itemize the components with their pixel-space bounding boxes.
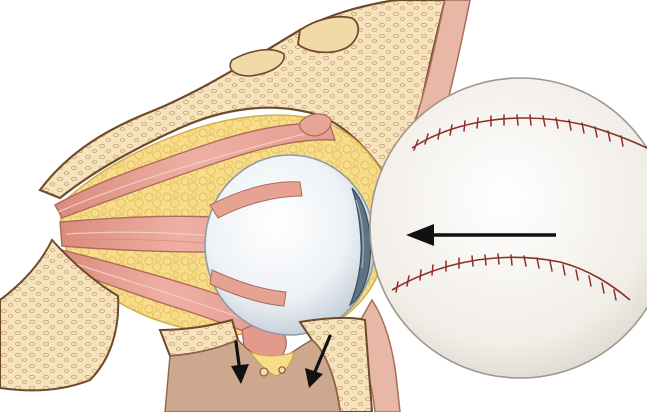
eyeball <box>205 155 375 335</box>
